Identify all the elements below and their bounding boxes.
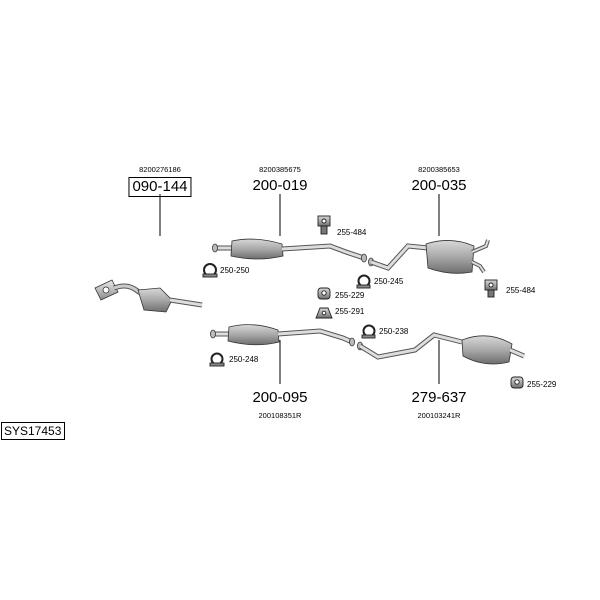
- system-code-label: SYS17453: [1, 422, 66, 440]
- clamp-icon: [356, 274, 371, 289]
- oem-number-front: 8200385675: [259, 165, 301, 174]
- accessory-label[interactable]: 255-291: [335, 307, 365, 316]
- accessory-label[interactable]: 250-248: [229, 355, 259, 364]
- accessory-label[interactable]: 255-229: [527, 380, 557, 389]
- part-number-cat[interactable]: 090-144: [128, 177, 192, 197]
- accessory-label[interactable]: 255-484: [506, 286, 536, 295]
- oem-number-rear2: 200103241R: [417, 411, 461, 420]
- hanger-icon: [317, 215, 331, 235]
- leader-lines: [159, 194, 440, 384]
- catalytic-converter: [94, 279, 203, 313]
- oem-number-rear: 8200385653: [418, 165, 460, 174]
- rubber-mount-icon: [510, 376, 524, 389]
- accessory-icons: [202, 215, 524, 389]
- accessory-label[interactable]: 250-245: [374, 277, 404, 286]
- rear-silencer-279-637: [357, 332, 525, 365]
- part-number-rear2[interactable]: 279-637: [411, 389, 467, 406]
- part-number-front2[interactable]: 200-095: [252, 389, 308, 406]
- clamp-icon: [202, 263, 218, 278]
- rubber-mount-icon: [317, 287, 331, 300]
- oem-number-front2: 200108351R: [258, 411, 302, 420]
- rear-silencer-200-035: [368, 239, 490, 274]
- clamp-icon: [209, 352, 225, 367]
- bracket-icon: [315, 307, 333, 319]
- part-number-front[interactable]: 200-019: [252, 177, 308, 194]
- front-silencer-200-095: [210, 324, 355, 347]
- accessory-label[interactable]: 255-484: [337, 228, 367, 237]
- part-number-rear[interactable]: 200-035: [411, 177, 467, 194]
- accessory-label[interactable]: 255-229: [335, 291, 365, 300]
- clamp-icon: [361, 324, 376, 339]
- accessory-label[interactable]: 250-250: [220, 266, 250, 275]
- accessory-label[interactable]: 250-238: [379, 327, 409, 336]
- oem-number-cat: 8200276186: [139, 165, 181, 174]
- hanger-icon: [484, 279, 498, 298]
- front-silencer-200-019: [212, 238, 367, 263]
